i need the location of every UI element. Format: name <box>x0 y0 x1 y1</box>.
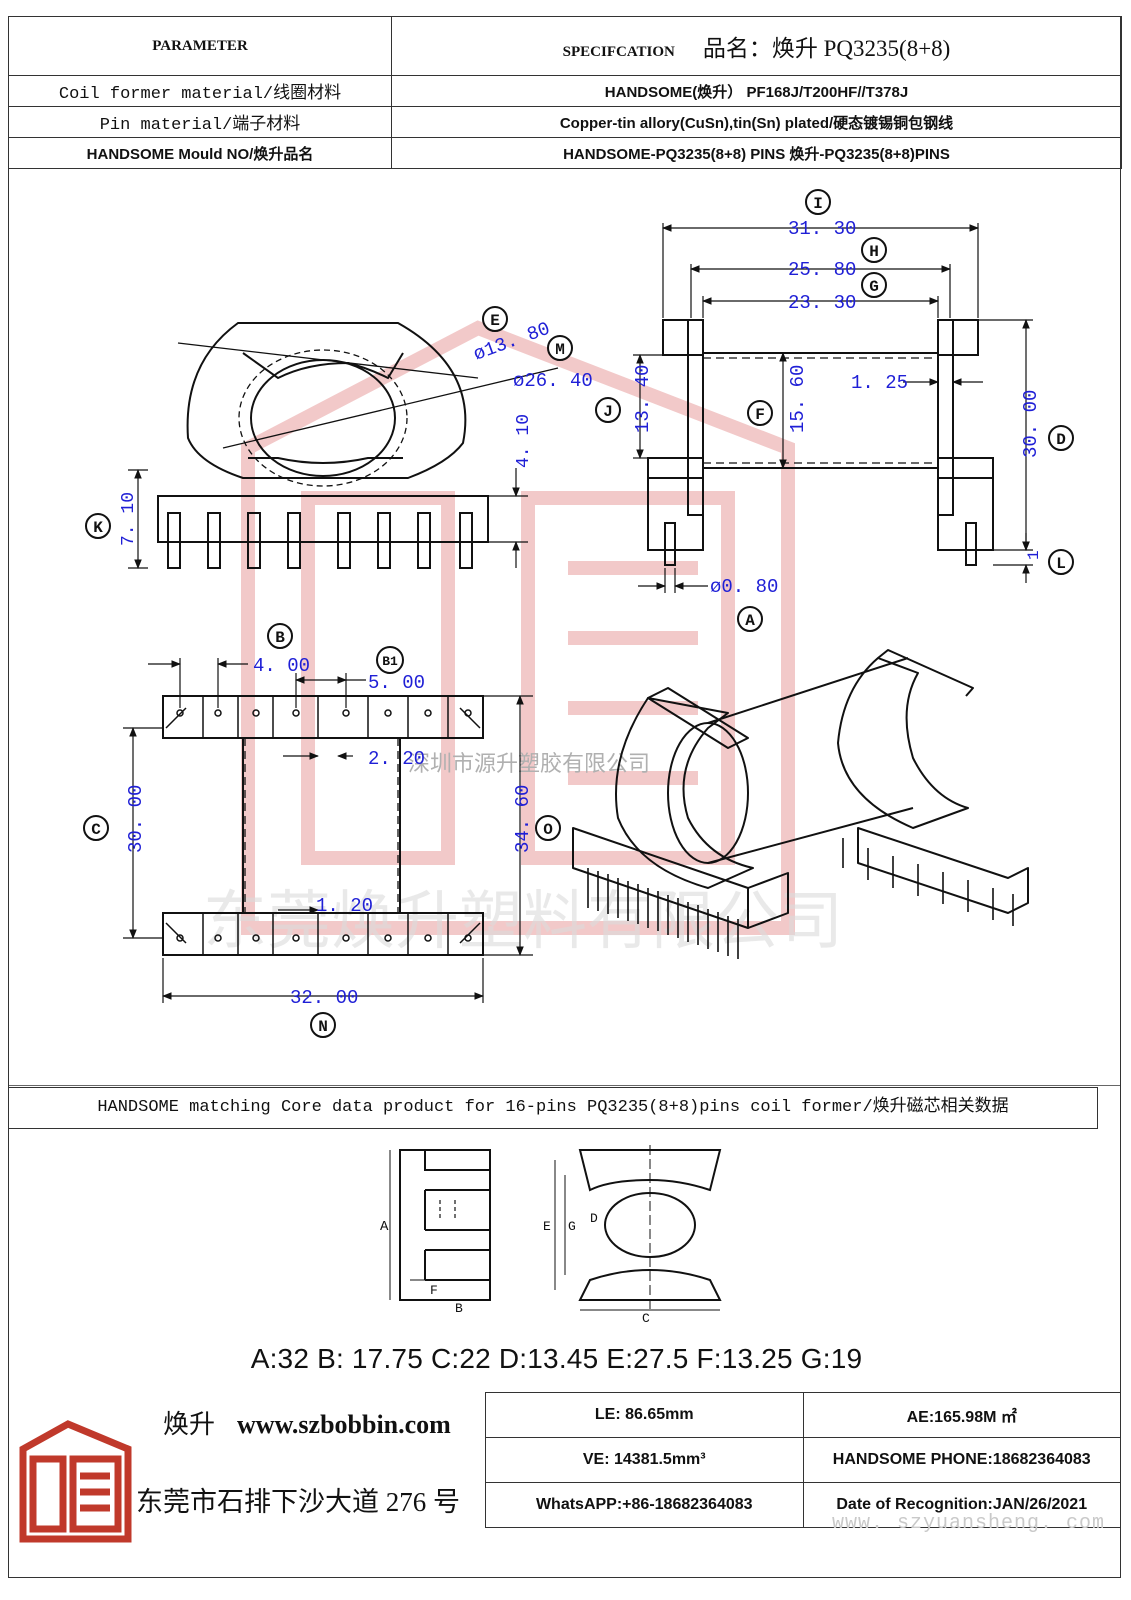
core-label-b: B <box>455 1301 463 1316</box>
svg-text:I: I <box>813 195 823 213</box>
mould-no-value: HANDSOME-PQ3235(8+8) PINS 焕升-PQ3235(8+8)… <box>391 137 1122 169</box>
core-label-c: C <box>642 1311 650 1326</box>
dim-gap-value: 2. 20 <box>368 748 425 770</box>
address: 东莞市石排下沙大道 276 号 <box>136 1487 460 1517</box>
svg-text:M: M <box>555 341 565 359</box>
svg-text:N: N <box>318 1018 328 1036</box>
ve-value: VE: 14381.5mm³ <box>485 1437 804 1483</box>
label-k-badge: K <box>85 513 111 539</box>
front-view <box>157 322 559 569</box>
dim-l-value: 1 <box>1025 550 1043 560</box>
recognition-date: Date of Recognition:JAN/26/2021 <box>802 1482 1121 1528</box>
dim-j-value: 13. 40 <box>632 365 654 433</box>
label-c-badge: C <box>83 815 109 841</box>
svg-text:G: G <box>869 278 879 296</box>
svg-text:A: A <box>745 612 755 630</box>
label-b-badge: B <box>267 623 293 649</box>
label-e-badge: E <box>482 306 508 332</box>
dim-wall-value: 1. 20 <box>316 895 373 917</box>
dim-i-value: 31. 30 <box>788 218 856 240</box>
dim-h-value: 25. 80 <box>788 259 856 281</box>
label-f-badge: F <box>747 400 773 426</box>
mould-no-label: HANDSOME Mould NO/焕升品名 <box>8 137 392 169</box>
svg-text:F: F <box>755 406 765 424</box>
label-j-badge: J <box>595 397 621 423</box>
watermark-url: www. szyuansheng. com <box>832 1512 1106 1535</box>
core-dimensions: A:32 B: 17.75 C:22 D:13.45 E:27.5 F:13.2… <box>250 1343 863 1374</box>
watermark-small: 深圳市源升塑胶有限公司 <box>408 752 650 777</box>
dim-b1-value: 5. 00 <box>368 672 425 694</box>
product-name: 品名：焕升 PQ3235(8+8) <box>702 36 951 61</box>
core-label-d: D <box>590 1211 598 1226</box>
svg-text:B1: B1 <box>382 654 398 669</box>
dim-n-value: 32. 00 <box>290 987 358 1009</box>
label-o-badge: O <box>535 815 561 841</box>
specification-label: SPECIFCATION <box>562 44 675 60</box>
core-info-table: LE: 86.65mm AE:165.98M ㎡ VE: 14381.5mm³ … <box>485 1392 1121 1528</box>
pin-material-label: Pin material/端子材料 <box>8 106 392 138</box>
pin-material-value: Copper-tin allory(CuSn),tin(Sn) plated/硬… <box>391 106 1122 138</box>
technical-drawing: 深圳市源升塑胶有限公司 东莞焕升塑料有限公司 7. 10 4. 10 ø1 <box>8 189 1121 1086</box>
dim-pin-dia: ø0. 80 <box>710 576 778 598</box>
dim-d-value: 30. 00 <box>1020 390 1042 458</box>
label-g-badge: G <box>861 272 887 298</box>
dim-g-value: 23. 30 <box>788 292 856 314</box>
svg-text:B: B <box>275 629 285 647</box>
phone-value: HANDSOME PHONE:18682364083 <box>802 1437 1121 1483</box>
dim-k-value: 7. 10 <box>119 492 139 546</box>
ae-value: AE:165.98M ㎡ <box>802 1392 1121 1438</box>
label-d-badge: D <box>1048 425 1074 451</box>
core-label-f: F <box>430 1283 438 1298</box>
label-h-badge: H <box>861 237 887 263</box>
footer: 焕升 www.szbobbin.com 东莞市石排下沙大道 276 号 LE: 8… <box>8 1392 1121 1578</box>
core-caption: HANDSOME matching Core data product for … <box>8 1087 1098 1129</box>
whatsapp-value: WhatsAPP:+86-18682364083 <box>485 1482 804 1528</box>
bottom-view <box>162 695 484 956</box>
svg-text:J: J <box>603 403 613 421</box>
core-drawing: A F B E G D C <box>380 1145 722 1326</box>
label-b1-badge: B1 <box>376 646 404 674</box>
dim-o-value: 34. 60 <box>512 785 534 853</box>
brand-name: 焕升 <box>163 1410 216 1439</box>
specification-header: SPECIFCATION 品名：焕升 PQ3235(8+8) <box>391 16 1122 76</box>
parameter-header: PARAMETER <box>8 16 392 76</box>
core-label-g: G <box>568 1219 576 1234</box>
dim-b-value: 4. 00 <box>253 655 310 677</box>
core-label-e: E <box>543 1219 551 1234</box>
svg-text:H: H <box>869 243 879 261</box>
le-value: LE: 86.65mm <box>485 1392 804 1438</box>
dim-flange-value: 1. 25 <box>851 372 908 394</box>
website-link[interactable]: www.szbobbin.com <box>237 1410 451 1439</box>
svg-text:L: L <box>1056 555 1066 573</box>
svg-text:K: K <box>93 519 103 537</box>
dim-f-value: 15. 60 <box>787 365 809 433</box>
company-logo <box>19 1420 132 1543</box>
label-l-badge: L <box>1048 549 1074 575</box>
svg-text:E: E <box>490 312 500 330</box>
svg-text:D: D <box>1056 431 1066 449</box>
label-n-badge: N <box>310 1012 336 1038</box>
core-label-a: A <box>380 1219 389 1235</box>
svg-text:O: O <box>543 821 553 839</box>
label-m-badge: M <box>547 335 573 361</box>
coil-material-value: HANDSOME(焕升） PF168J/T200HF//T378J <box>391 75 1122 107</box>
dim-pin-height: 4. 10 <box>514 414 534 468</box>
coil-material-label: Coil former material/线圈材料 <box>8 75 392 107</box>
dim-m-value: ø26. 40 <box>513 370 593 392</box>
isometric-view <box>572 649 1029 959</box>
label-i-badge: I <box>805 189 831 215</box>
side-view <box>647 319 994 566</box>
label-a-badge: A <box>737 606 763 632</box>
svg-text:C: C <box>91 821 101 839</box>
brand-line: 焕升 www.szbobbin.com <box>163 1404 451 1441</box>
dim-c-value: 30. 00 <box>125 785 147 853</box>
